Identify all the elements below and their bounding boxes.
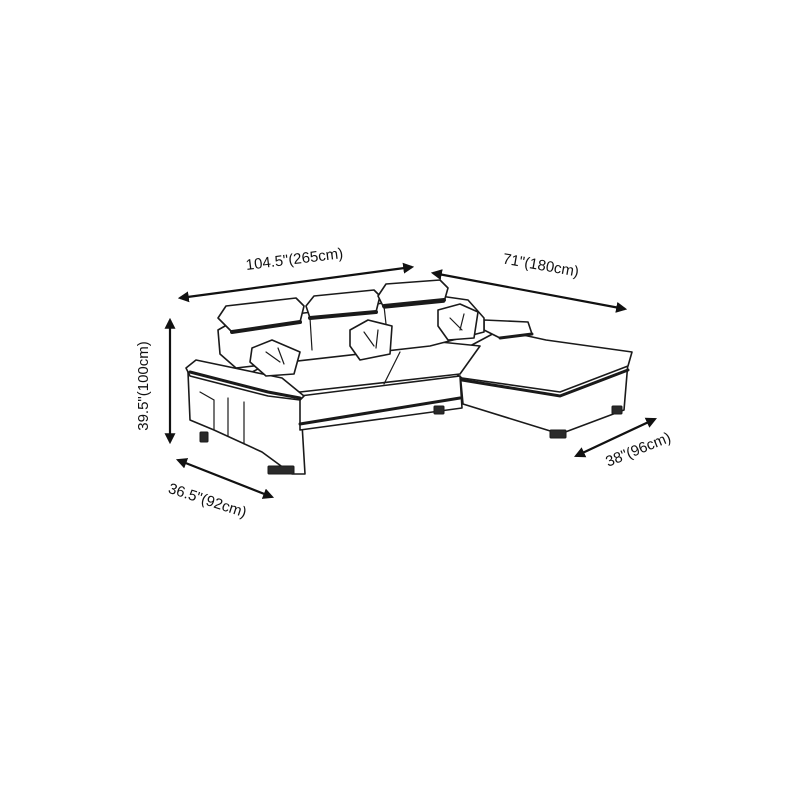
length-chaise-arrow [430,269,628,313]
length-main-arrow [177,262,415,303]
height-label: 39.5"(100cm) [135,341,152,431]
depth-chaise-label: 38"(96cm) [603,429,673,470]
length-chaise-label: 71"(180cm) [501,251,580,281]
depth-main-arrow [175,458,275,499]
sectional-sofa-illustration [185,279,633,475]
dimension-arrows [164,262,657,499]
length-main-label: 104.5"(265cm) [245,245,344,274]
depth-main-label: 36.5"(92cm) [166,480,248,521]
depth-chaise-arrow [574,417,657,458]
